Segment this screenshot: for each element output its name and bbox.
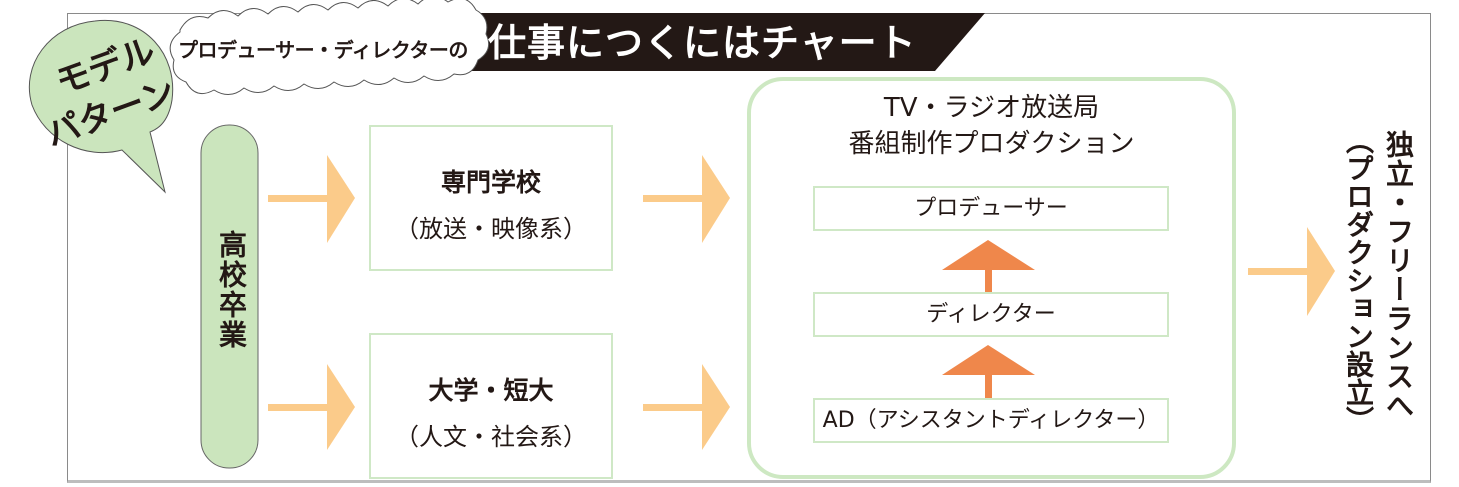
page-title: 仕事につくにはチャート [488, 21, 917, 65]
arrow-vocational-to-org [643, 155, 730, 243]
title-cloud-text: プロデューサー・ディレクターの [178, 38, 468, 62]
outcome-line1: 独立・フリーランスへ [1382, 130, 1415, 420]
organization-title-line2: 番組制作プロダクション [848, 129, 1135, 159]
high-school-label: 高校卒業 [215, 230, 248, 350]
role-producer: プロデューサー [813, 186, 1169, 231]
arrow-hs-to-university [268, 364, 355, 450]
outcome-line2: （プロダクション設立） [1342, 126, 1375, 434]
title-cloud [169, 0, 490, 95]
arrow-university-to-org [643, 364, 730, 450]
arrow-ad-to-director [942, 345, 1035, 398]
education-subtitle: （人文・社会系） [395, 423, 587, 451]
role-assistant-director: AD（アシスタントディレクター） [813, 398, 1169, 443]
organization-title: TV・ラジオ放送局 番組制作プロダクション [747, 90, 1236, 162]
education-box-vocational: 専門学校 （放送・映像系） [369, 125, 613, 271]
arrow-director-to-producer [942, 240, 1035, 293]
organization-box [747, 77, 1236, 479]
arrow-org-to-outcome [1248, 227, 1335, 316]
arrow-hs-to-vocational [268, 155, 355, 243]
education-title: 専門学校 [440, 168, 541, 197]
role-director: ディレクター [813, 292, 1169, 337]
model-pattern-bubble [28, 19, 174, 194]
title-band [455, 13, 985, 71]
education-title: 大学・短大 [428, 376, 554, 405]
high-school-pill [200, 124, 259, 469]
education-subtitle: （放送・映像系） [395, 215, 587, 243]
organization-title-line1: TV・ラジオ放送局 [883, 93, 1100, 123]
education-box-university: 大学・短大 （人文・社会系） [369, 333, 613, 479]
